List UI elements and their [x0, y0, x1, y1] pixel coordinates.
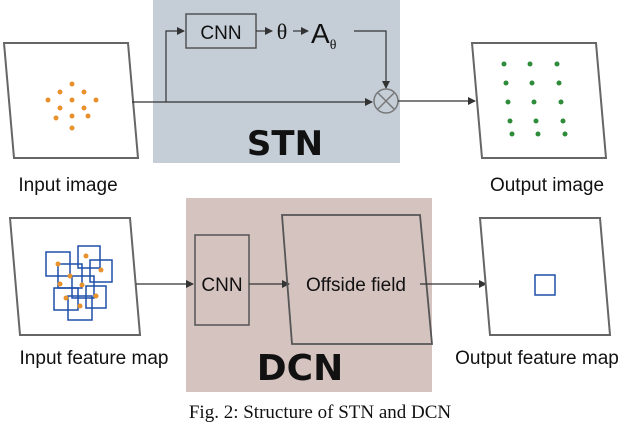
- a-to-multiply-arrow: [354, 30, 390, 89]
- input-feature-map-label: Input feature map: [20, 348, 169, 369]
- dcn-background: [186, 198, 432, 392]
- branch-to-cnn-arrow: [165, 27, 185, 102]
- dcn-cnn-box: [194, 234, 250, 326]
- multiply-operator-icon: [373, 88, 399, 114]
- stn-cnn-label: CNN: [200, 23, 241, 44]
- output-image-label: Output image: [490, 175, 604, 196]
- stn-background: [153, 0, 400, 163]
- input-image-label: Input image: [18, 175, 117, 196]
- sampling-points: [55, 253, 104, 309]
- figure-caption: Fig. 2: Structure of STN and DCN: [189, 402, 452, 422]
- output-feature-map-frame: [478, 217, 612, 336]
- output-image-frame: [470, 42, 608, 159]
- offside-field-label: Offside field: [306, 275, 406, 296]
- input-image-dots: [45, 81, 99, 131]
- a-theta-symbol: Aθ: [311, 18, 337, 53]
- output-feature-map-label: Output feature map: [455, 348, 619, 369]
- theta-symbol: θ: [277, 19, 288, 44]
- output-image-dots: [501, 61, 568, 137]
- deformable-sampling-boxes: [45, 245, 113, 321]
- offside-field-box: [281, 214, 433, 345]
- output-sampling-box: [534, 274, 556, 296]
- dcn-cnn-label: CNN: [201, 275, 242, 296]
- stn-title: STN: [247, 124, 323, 164]
- dcn-title: DCN: [257, 348, 343, 389]
